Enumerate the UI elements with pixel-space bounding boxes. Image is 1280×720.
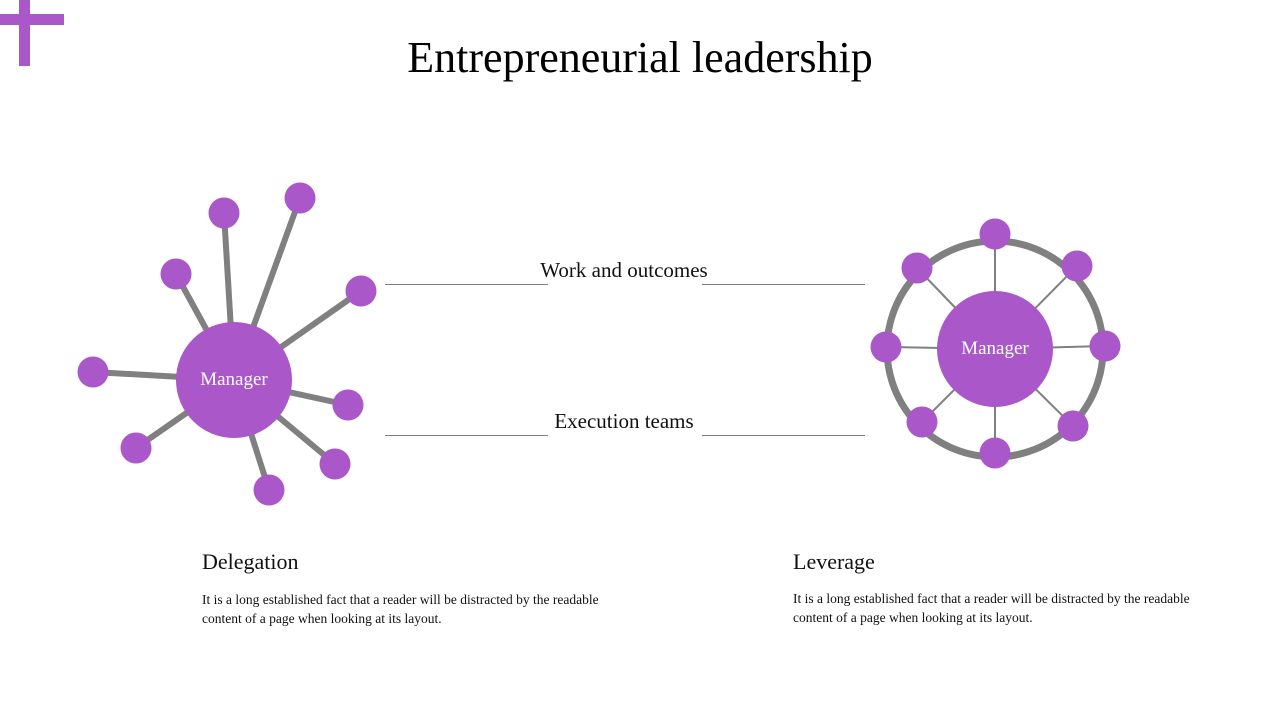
corner-plus-icon: [0, 0, 64, 66]
team-node: [870, 331, 902, 363]
team-node: [345, 275, 377, 307]
team-node: [901, 252, 933, 284]
execution-teams-label: Execution teams: [554, 409, 694, 433]
leverage-ring-diagram: [870, 218, 1121, 469]
manager-node: [937, 291, 1053, 407]
connector-lines: [385, 284, 865, 436]
team-node: [284, 182, 316, 214]
team-node: [906, 406, 938, 438]
team-node: [160, 258, 192, 290]
leverage-heading: Leverage: [793, 549, 875, 574]
team-node: [253, 474, 285, 506]
right-manager-label: Manager: [961, 338, 1029, 359]
delegation-text: It is a long established fact that a rea…: [202, 592, 599, 626]
leverage-text: It is a long established fact that a rea…: [793, 591, 1190, 625]
team-node: [120, 432, 152, 464]
delegation-heading: Delegation: [202, 549, 299, 574]
team-node: [1089, 330, 1121, 362]
delegation-hub-diagram: [77, 182, 377, 506]
team-node: [208, 197, 240, 229]
manager-node: [176, 322, 292, 438]
page-title: Entrepreneurial leadership: [407, 33, 873, 82]
left-manager-label: Manager: [200, 369, 268, 390]
team-node: [979, 218, 1011, 250]
work-outcomes-label: Work and outcomes: [540, 258, 708, 282]
team-node: [319, 448, 351, 480]
team-node: [332, 389, 364, 421]
team-node: [979, 437, 1011, 469]
team-node: [77, 356, 109, 388]
team-node: [1061, 250, 1093, 282]
team-node: [1057, 410, 1089, 442]
